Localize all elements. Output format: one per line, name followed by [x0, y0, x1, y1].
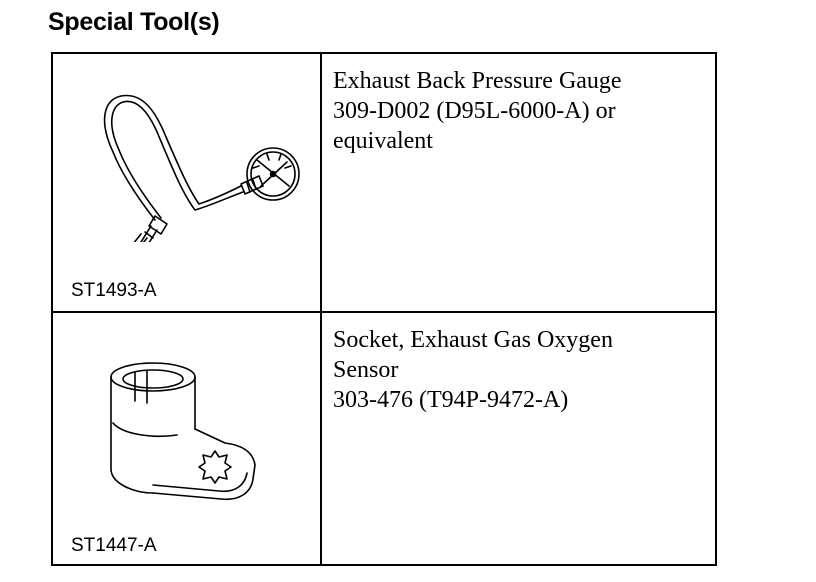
- tool-row: ST1493-A Exhaust Back Pressure Gauge 309…: [53, 54, 715, 313]
- tool-code: ST1493-A: [71, 280, 157, 301]
- tool-row: ST1447-A Socket, Exhaust Gas Oxygen Sens…: [53, 313, 715, 564]
- tool-description-cell: Socket, Exhaust Gas Oxygen Sensor 303-47…: [322, 313, 715, 564]
- tool-description-cell: Exhaust Back Pressure Gauge 309-D002 (D9…: [322, 54, 715, 311]
- tool-image-cell: ST1447-A: [53, 313, 322, 564]
- tool-description-line: Exhaust Back Pressure Gauge: [333, 68, 622, 94]
- tool-description-line: Sensor: [333, 357, 399, 383]
- tool-description: Exhaust Back Pressure Gauge 309-D002 (D9…: [333, 66, 622, 156]
- tool-description-line: Socket, Exhaust Gas Oxygen: [333, 327, 613, 353]
- tool-description-line: equivalent: [333, 128, 433, 154]
- special-tools-table: ST1493-A Exhaust Back Pressure Gauge 309…: [51, 52, 717, 566]
- tool-description-line: 303-476 (T94P-9472-A): [333, 387, 569, 413]
- tool-image-cell: ST1493-A: [53, 54, 322, 311]
- oxygen-sensor-socket-icon: [110, 362, 256, 501]
- tool-description-line: 309-D002 (D95L-6000-A) or: [333, 98, 616, 124]
- pressure-gauge-icon: [103, 94, 300, 242]
- page-title: Special Tool(s): [48, 8, 220, 36]
- tool-description: Socket, Exhaust Gas Oxygen Sensor 303-47…: [333, 325, 613, 415]
- tool-code: ST1447-A: [71, 535, 157, 556]
